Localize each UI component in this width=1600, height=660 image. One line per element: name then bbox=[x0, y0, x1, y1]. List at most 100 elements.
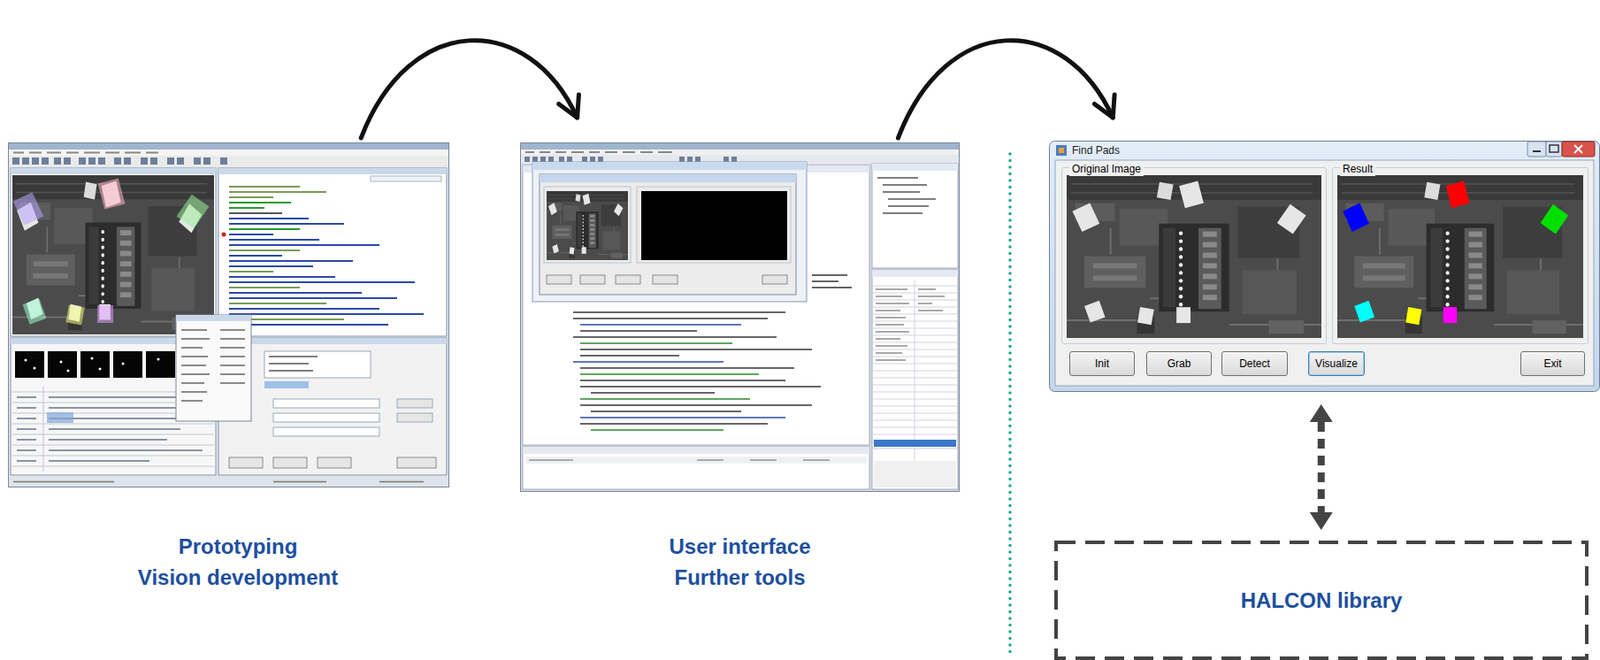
push-button: Init bbox=[1069, 351, 1135, 376]
visual-studio-screenshot-part bbox=[540, 156, 546, 162]
hdevelop-screenshot-part bbox=[13, 177, 210, 325]
original-image bbox=[1066, 175, 1322, 338]
hdevelop-screenshot-part bbox=[8, 155, 449, 168]
hdevelop-screenshot-part bbox=[91, 357, 94, 360]
visual-studio-screenshot-part bbox=[873, 460, 957, 488]
hdevelop-screenshot-part bbox=[114, 157, 122, 165]
original-image-part bbox=[1071, 181, 1306, 326]
caption-text: Further tools bbox=[520, 561, 960, 593]
hdevelop-screenshot-part bbox=[229, 233, 274, 236]
visual-studio-screenshot-part bbox=[532, 156, 538, 162]
hdevelop-screenshot-part bbox=[60, 360, 63, 364]
hdevelop-screenshot-part bbox=[16, 397, 203, 461]
result-image-part bbox=[1443, 306, 1457, 323]
caption-text: Vision development bbox=[7, 561, 450, 593]
dotted-separator bbox=[1008, 153, 1012, 659]
visual-studio-screenshot-part bbox=[532, 161, 807, 302]
visual-studio-screenshot-part bbox=[580, 354, 680, 357]
hdevelop-screenshot-part bbox=[15, 351, 45, 378]
hdevelop-screenshot-part bbox=[13, 191, 44, 225]
caption-text: Prototyping bbox=[7, 530, 450, 562]
hdevelop-screenshot-part bbox=[122, 362, 125, 366]
visual-studio-screenshot-part bbox=[589, 156, 596, 162]
hdevelop-screenshot-part bbox=[8, 143, 450, 488]
hdevelop-screenshot-part bbox=[46, 412, 74, 423]
hdevelop-screenshot-part bbox=[317, 457, 352, 468]
visual-studio-screenshot-part bbox=[520, 149, 959, 155]
visual-studio-screenshot-part bbox=[590, 428, 724, 431]
window-frame-part bbox=[1574, 145, 1583, 154]
hdevelop-screenshot-part bbox=[176, 314, 252, 422]
hdevelop-screenshot-part bbox=[13, 481, 424, 483]
hdevelop-screenshot-part bbox=[264, 381, 309, 389]
result-image-part bbox=[1354, 300, 1375, 323]
visual-studio-screenshot-part bbox=[872, 269, 958, 490]
hdevelop-screenshot-part bbox=[229, 185, 300, 188]
visual-studio-screenshot-part bbox=[580, 275, 605, 284]
button-label: Detect bbox=[1239, 357, 1271, 370]
visual-studio-screenshot-part bbox=[522, 446, 870, 454]
hdevelop-screenshot-part bbox=[397, 413, 433, 422]
visual-studio-screenshot-part bbox=[723, 156, 729, 162]
hdevelop-screenshot-part bbox=[78, 157, 86, 165]
hdevelop-screenshot-part bbox=[140, 157, 148, 165]
hdevelop-screenshot-part bbox=[176, 194, 210, 229]
group-box: Original Image bbox=[1061, 167, 1327, 345]
visual-studio-screenshot-part bbox=[522, 165, 870, 445]
flow-arrow bbox=[360, 40, 579, 138]
result-image-part bbox=[1342, 202, 1370, 232]
hdevelop-screenshot-part bbox=[218, 337, 447, 475]
hdevelop-screenshot-part bbox=[229, 286, 300, 289]
hdevelop-screenshot-part bbox=[98, 177, 126, 209]
hdevelop-screenshot-part bbox=[273, 427, 380, 437]
visual-studio-screenshot-part bbox=[636, 186, 791, 263]
hdevelop-screenshot-part bbox=[229, 217, 309, 220]
arrow-head bbox=[1309, 512, 1333, 530]
hdevelop-screenshot-part bbox=[229, 265, 314, 268]
visual-studio-screenshot-part bbox=[566, 156, 573, 162]
visual-studio-screenshot-part bbox=[546, 191, 628, 261]
visual-studio-screenshot-part bbox=[580, 329, 697, 332]
visual-studio-screenshot-part bbox=[641, 191, 788, 261]
result-image-part bbox=[1337, 175, 1584, 338]
hdevelop-screenshot-part bbox=[218, 168, 447, 337]
hdevelop-screenshot-part bbox=[229, 275, 336, 278]
hdevelop-screenshot-part bbox=[229, 307, 380, 310]
push-button: Exit bbox=[1520, 351, 1585, 376]
visual-studio-screenshot-part bbox=[548, 193, 623, 255]
hdevelop-screenshot-part bbox=[181, 329, 210, 401]
hdevelop-screenshot-part bbox=[65, 305, 85, 326]
window-frame-part bbox=[1549, 145, 1559, 153]
group-caption: Result bbox=[1339, 161, 1376, 177]
visual-studio-screenshot-part bbox=[872, 269, 958, 277]
hdevelop-screenshot-part bbox=[229, 201, 291, 204]
visual-studio-screenshot-part bbox=[877, 177, 936, 214]
hdevelop-screenshot-part bbox=[10, 168, 216, 337]
visual-studio-screenshot-part bbox=[528, 459, 830, 460]
window-frame-part bbox=[1527, 141, 1547, 157]
hdevelop-screenshot-part bbox=[273, 398, 380, 408]
hdevelop-screenshot-part bbox=[13, 152, 159, 154]
result-image-part bbox=[1405, 306, 1422, 325]
visual-studio-screenshot-part bbox=[543, 186, 631, 263]
visual-studio-screenshot-part bbox=[872, 163, 958, 171]
visual-studio-screenshot-part bbox=[872, 163, 958, 268]
visual-studio-screenshot bbox=[520, 142, 960, 492]
hdevelop-screenshot-part bbox=[150, 157, 158, 165]
hdevelop-screenshot-part bbox=[222, 232, 227, 238]
visual-studio-screenshot-part bbox=[522, 446, 870, 490]
push-button: Grab bbox=[1146, 351, 1212, 376]
window-frame-part bbox=[1056, 145, 1067, 156]
visual-studio-screenshot-part bbox=[580, 367, 795, 369]
group-caption: Original Image bbox=[1069, 161, 1144, 177]
hdevelop-screenshot-part bbox=[229, 281, 415, 284]
hdevelop-screenshot-part bbox=[229, 191, 327, 193]
group-box: Result bbox=[1332, 167, 1589, 345]
hdevelop-screenshot-part bbox=[145, 351, 176, 378]
app-window: Find Pads Original Image ResultInit Grab D… bbox=[1048, 140, 1600, 392]
window-title: Find Pads bbox=[1071, 140, 1600, 161]
result-image-part bbox=[1540, 204, 1570, 235]
hdevelop-screenshot-part bbox=[397, 398, 433, 408]
visual-studio-screenshot-part bbox=[580, 398, 751, 400]
